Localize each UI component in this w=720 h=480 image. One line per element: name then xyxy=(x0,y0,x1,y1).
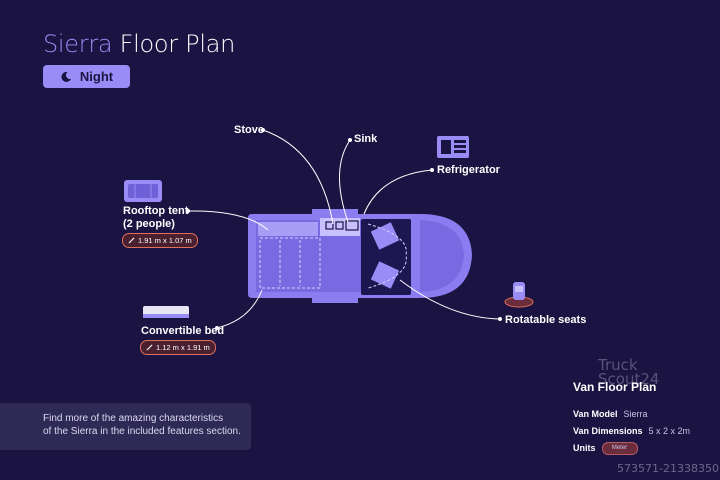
sink-label: Sink xyxy=(354,133,378,145)
rooftop-tent-label: Rooftop tent xyxy=(123,205,189,217)
sink-connector xyxy=(339,139,351,223)
rooftop-tent-icon xyxy=(124,180,162,202)
page-title: Sierra Floor Plan xyxy=(43,30,235,58)
moon-icon xyxy=(61,71,71,82)
refrigerator-connector xyxy=(363,169,433,215)
title-accent: Sierra xyxy=(43,30,113,58)
watermark: 573571-21338350 xyxy=(617,462,719,475)
convertible-bed-size: 1.12 m x 1.91 m xyxy=(156,343,210,352)
convertible-bed-size-badge: 1.12 m x 1.91 m xyxy=(140,340,216,355)
title-rest: Floor Plan xyxy=(112,30,236,58)
stove-label: Stove xyxy=(234,124,264,136)
rotatable-seat-icon xyxy=(504,282,534,308)
convertible-bed-connector xyxy=(216,289,263,329)
ruler-icon xyxy=(128,237,135,244)
units-meter-button[interactable]: Meter xyxy=(601,442,638,455)
info-panel: Find more of the amazing characteristics… xyxy=(0,403,251,450)
rooftop-tent-size: 1.91 m x 1.07 m xyxy=(138,236,192,245)
rooftop-tent-connector xyxy=(187,210,269,231)
stove-connector xyxy=(262,129,334,225)
info-line-2: of the Sierra in the included features s… xyxy=(43,426,241,437)
rooftop-tent-capacity: (2 people) xyxy=(123,218,175,230)
night-mode-label: Night xyxy=(79,69,114,84)
convertible-bed-icon xyxy=(143,306,189,318)
info-line-1: Find more of the amazing characteristics xyxy=(43,413,224,424)
van-top-view xyxy=(248,209,472,303)
refrigerator-label: Refrigerator xyxy=(437,164,500,176)
refrigerator-icon xyxy=(437,136,469,158)
rotatable-seats-connector xyxy=(399,279,501,320)
rooftop-tent-size-badge: 1.91 m x 1.07 m xyxy=(122,233,198,248)
ruler-icon xyxy=(146,344,153,351)
rotatable-seats-label: Rotatable seats xyxy=(505,314,587,326)
convertible-bed-label: Convertible bed xyxy=(141,325,225,337)
floor-plan-heading: Van Floor Plan xyxy=(573,380,657,394)
night-mode-button[interactable]: Night xyxy=(43,65,130,88)
